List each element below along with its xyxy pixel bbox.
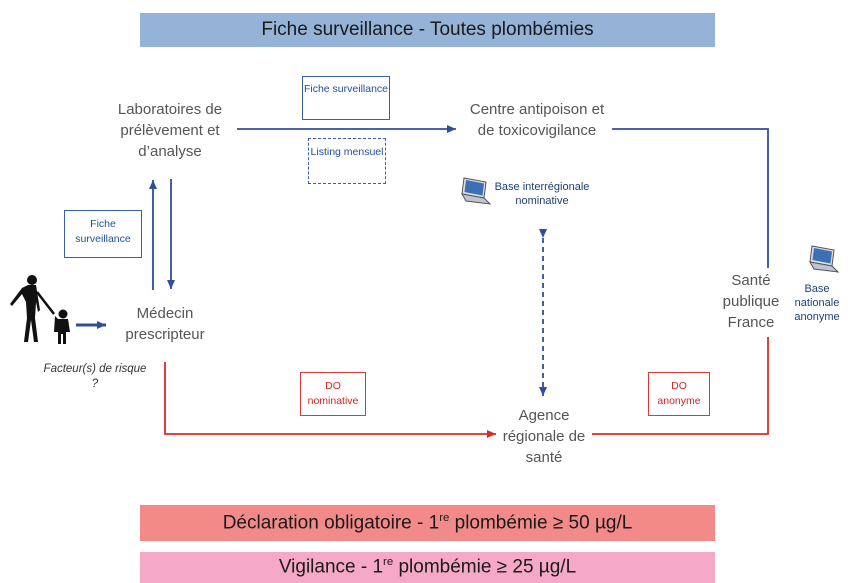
laptop-icon: [461, 177, 492, 205]
note-fiche-surveillance-top: Fiche surveillance: [302, 76, 390, 120]
node-agence: Agence régionale de santé: [502, 407, 586, 466]
node-centre: Centre antipoison et de toxicovigilance: [469, 101, 605, 139]
base-nationale: Base nationale anonyme: [794, 283, 840, 323]
top-banner-title: Fiche surveillance - Toutes plombémies: [261, 19, 594, 40]
laptop-icon: [809, 245, 840, 273]
line-agence-to-spf: [592, 337, 769, 435]
note-do-anonyme: DO anonyme: [648, 372, 710, 416]
vigilance-banner: Vigilance - 1re plombémie ≥ 25 µg/L: [140, 552, 715, 583]
note-fiche-surveillance-left: Fiche surveillance: [64, 210, 142, 258]
do-banner-text: Déclaration obligatoire - 1re plombémie …: [222, 511, 633, 534]
node-laboratoires: Laboratoires de prélèvement et d’analyse: [117, 101, 223, 160]
top-banner: Fiche surveillance - Toutes plombémies: [140, 13, 715, 47]
note-do-nominative: DO nominative: [300, 372, 366, 416]
risk-factor-label: Facteur(s) de risque ?: [43, 363, 147, 390]
vigilance-banner-text: Vigilance - 1re plombémie ≥ 25 µg/L: [278, 556, 577, 578]
node-medecin: Médecin prescripteur: [125, 305, 205, 343]
line-centre-to-spf: [612, 128, 769, 268]
node-sante-publique: Santé publique France: [716, 270, 786, 333]
family-silhouette-icon: [10, 275, 70, 344]
note-listing-mensuel: Listing mensuel: [308, 138, 386, 184]
do-banner: Déclaration obligatoire - 1re plombémie …: [140, 505, 715, 541]
base-interregionale: Base interrégionale nominative: [494, 181, 590, 207]
arrow-medecin-to-agence: [164, 362, 496, 438]
